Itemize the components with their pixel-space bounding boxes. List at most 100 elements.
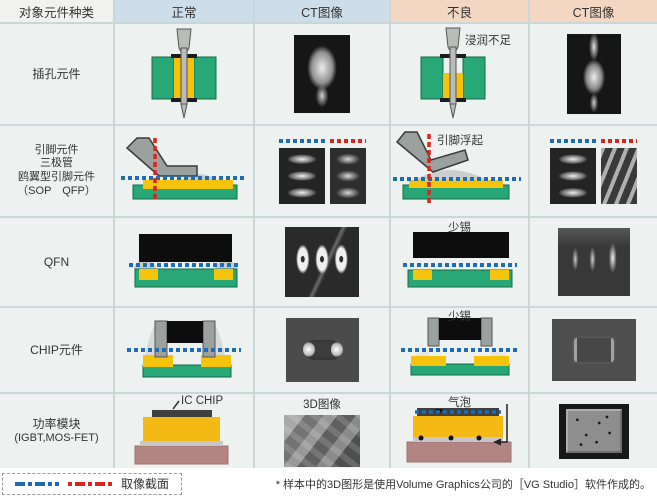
defect-label: 少锡 [448, 311, 471, 323]
row5-normal-cell: IC CHIP [115, 394, 253, 468]
power-ct-col: 3D图像 [284, 396, 360, 467]
row2-type-line: 引脚元件 [34, 143, 79, 156]
chip-normal-diagram [127, 320, 241, 378]
fillet-left [412, 349, 429, 356]
void-dot [448, 435, 454, 441]
row1-ct-normal-cell [255, 24, 389, 124]
gullwing-normal-diagram [121, 137, 247, 202]
row3-type: QFN [0, 218, 113, 306]
row2-defect-cell: 引脚浮起 [391, 126, 528, 216]
board [407, 269, 513, 288]
row2-ct-normal-cell [255, 126, 389, 216]
row3-normal-cell [115, 218, 253, 306]
chip-ct-image [285, 318, 359, 382]
row5-type-line: (IGBT,MOS-FET) [14, 431, 99, 444]
defect-label: 浸润不足 [465, 35, 511, 47]
pin [176, 28, 192, 119]
power-normal-diagram [134, 400, 229, 465]
header-type-label: 对象元件种类 [18, 5, 94, 20]
board [410, 363, 510, 376]
legend-box: 取像截面 [2, 472, 183, 495]
header-defect: 不良 [391, 0, 528, 22]
row5-ct-normal-cell: 3D图像 [255, 394, 389, 468]
row5-ct-defect-cell [530, 394, 657, 468]
pin [445, 27, 461, 119]
board [134, 268, 238, 288]
chip-defect-ct-body [573, 338, 614, 362]
qfn-ct-image [285, 227, 359, 297]
header-ct1: CT图像 [255, 0, 389, 22]
qfn-defect-diagram [403, 232, 517, 288]
blue-section-dash [278, 138, 325, 143]
chip-defect-diagram [401, 317, 519, 376]
substrate-block [143, 417, 220, 441]
gullwing-defect-ct-image-red [601, 147, 637, 204]
row2-normal-cell [115, 126, 253, 216]
board-blocks [151, 54, 217, 102]
qfn-normal-diagram [129, 234, 239, 288]
footnote: * 样本中的3D图形是使用Volume Graphics公司的［VG Studi… [275, 478, 651, 491]
fillet-left [145, 324, 155, 355]
ic-chip-label: IC CHIP [181, 395, 224, 407]
void-dot [476, 435, 482, 441]
row4-ct-defect-cell [530, 308, 657, 392]
blue-section-dash [550, 138, 596, 143]
row4-ct-normal-cell [255, 308, 389, 392]
power-3d-ct-image [284, 414, 360, 467]
pad-right [490, 270, 509, 280]
row4-normal-cell [115, 308, 253, 392]
chip-body [167, 321, 203, 343]
power-defect-ct-image [558, 403, 629, 459]
header-ct2-label: CT图像 [572, 5, 615, 20]
row1-ct-defect-cell [530, 24, 657, 124]
row2-type-line: 三极管 [40, 157, 73, 170]
through-hole-ct-image [294, 35, 350, 113]
lead-lifted [395, 131, 469, 173]
fillet-right [215, 324, 225, 355]
row2-type-line: 鸥翼型引脚元件 [18, 171, 95, 183]
footer: 取像截面 * 样本中的3D图形是使用Volume Graphics公司的［VG … [0, 468, 657, 499]
indicator-line [500, 404, 508, 443]
header-defect-label: 不良 [446, 5, 472, 20]
pad [143, 180, 233, 189]
row3-ct-defect-cell [530, 218, 657, 306]
row2-ct-defect-cell [530, 126, 657, 216]
row2-type-line: （SOP QFP） [17, 184, 96, 197]
chip-body [139, 234, 232, 262]
through-hole-defect-diagram [420, 27, 486, 119]
substrate-block [413, 416, 503, 437]
pad-left [413, 270, 432, 280]
pad-left [143, 355, 173, 367]
blue-dash-icon [15, 481, 59, 486]
indicator-arrow [493, 438, 501, 446]
pad-right [214, 269, 233, 280]
row3-type-line: QFN [43, 254, 70, 269]
chip-body [439, 318, 481, 340]
row5-type-line: 功率模块 [32, 416, 81, 431]
gullwing-defect-diagram [393, 131, 521, 204]
row3-ct-normal-cell [255, 218, 389, 306]
legend-label: 取像截面 [121, 477, 170, 491]
row4-type-line: CHIP元件 [30, 342, 83, 357]
defect-label: 少锡 [448, 222, 471, 234]
chip-ct-terminal-left [302, 342, 315, 357]
ct3d-label: 3D图像 [303, 398, 341, 411]
component-ct-table: 对象元件种类 正常 CT图像 不良 CT图像 插孔元件 [0, 0, 657, 468]
board [142, 364, 232, 378]
gullwing-defect-ct-image-blue [550, 147, 596, 204]
gullwing-ct-image-red [329, 147, 366, 204]
solder-layer [140, 441, 223, 446]
gullwing-ct-image-blue [278, 147, 325, 204]
power-defect-ct-voids [565, 408, 622, 453]
row1-defect-cell: 浸润不足 [391, 24, 528, 124]
pointer-line [172, 400, 180, 410]
defect-label: 引脚浮起 [437, 135, 483, 147]
base-plate [134, 445, 229, 465]
row4-defect-cell: 少锡 [391, 308, 528, 392]
pad-left [411, 356, 446, 366]
gullwing-defect-ct-pair [550, 138, 637, 204]
lead [125, 137, 198, 177]
row4-type: CHIP元件 [0, 308, 113, 392]
row2-type: 引脚元件 三极管 鸥翼型引脚元件 （SOP QFP） [0, 126, 113, 216]
header-type: 对象元件种类 [0, 0, 113, 22]
